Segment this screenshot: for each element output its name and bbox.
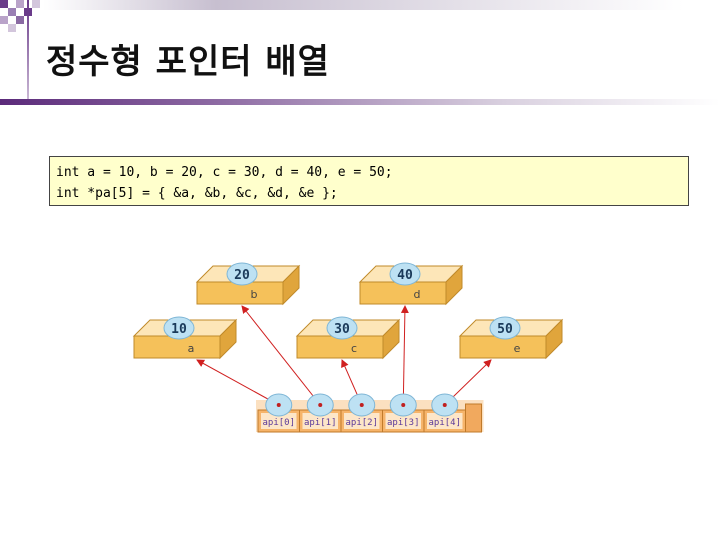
box-value-c: 30 <box>334 322 350 337</box>
array-cell-3: api[3] <box>382 393 425 433</box>
array-cell-0: api[0] <box>257 393 300 433</box>
slide-title: 정수형 포인터 배열 <box>46 42 330 82</box>
code-line-1: int a = 10, b = 20, c = 30, d = 40, e = … <box>56 165 393 180</box>
value-bubble <box>226 262 258 286</box>
pointer-arrow-d <box>400 305 409 406</box>
pointer-array: api[0] api[1] api[2] api[3] api[4] <box>256 393 484 433</box>
variable-box-e: 50e <box>458 316 564 360</box>
cell-inner <box>261 413 297 429</box>
value-bubble <box>163 316 195 340</box>
cell-label-2: api[2] <box>345 418 378 428</box>
array-cell-4: api[4] <box>423 393 466 433</box>
cell-label-1: api[1] <box>304 418 337 428</box>
checker-decoration <box>0 0 60 48</box>
code-box: int a = 10, b = 20, c = 30, d = 40, e = … <box>49 156 689 206</box>
pointer-dot <box>359 403 364 407</box>
value-bubble <box>389 262 421 286</box>
variable-box-d: 40d <box>358 262 464 306</box>
pointer-arrow-a <box>196 359 279 406</box>
title-underline <box>0 99 720 105</box>
variable-box-c: 30c <box>295 316 401 360</box>
left-vertical-line <box>27 0 29 100</box>
top-decoration <box>0 0 720 10</box>
cell-label-0: api[0] <box>262 418 295 428</box>
box-name-b: b <box>251 288 258 301</box>
cell-inner <box>427 413 463 429</box>
variable-boxes: 20b 40d 10a 30c 50e <box>132 262 564 360</box>
pointer-dot <box>318 403 323 407</box>
pointer-dot <box>401 403 406 407</box>
cell-label-3: api[3] <box>387 418 420 428</box>
box-name-a: a <box>188 342 195 355</box>
pointer-dot <box>276 403 281 407</box>
array-cell-1: api[1] <box>299 393 342 433</box>
variable-box-b: 20b <box>195 262 301 306</box>
box-name-e: e <box>514 342 521 355</box>
cell-inner <box>385 413 421 429</box>
box-value-b: 20 <box>234 268 250 283</box>
value-bubble <box>326 316 358 340</box>
cell-label-4: api[4] <box>428 418 461 428</box>
value-bubble <box>489 316 521 340</box>
array-cell-2: api[2] <box>340 393 383 433</box>
box-value-d: 40 <box>397 268 413 283</box>
cell-inner <box>344 413 380 429</box>
array-end-block <box>465 403 482 433</box>
box-value-e: 50 <box>497 322 513 337</box>
cell-inner <box>302 413 338 429</box>
arrows <box>196 305 492 406</box>
box-value-a: 10 <box>171 322 187 337</box>
pointer-dot <box>442 403 447 407</box>
variable-box-a: 10a <box>132 316 238 360</box>
box-name-d: d <box>414 288 421 301</box>
pointer-arrow-b <box>241 305 321 406</box>
code-line-2: int *pa[5] = { &a, &b, &c, &d, &e }; <box>56 186 338 201</box>
box-name-c: c <box>351 342 357 355</box>
